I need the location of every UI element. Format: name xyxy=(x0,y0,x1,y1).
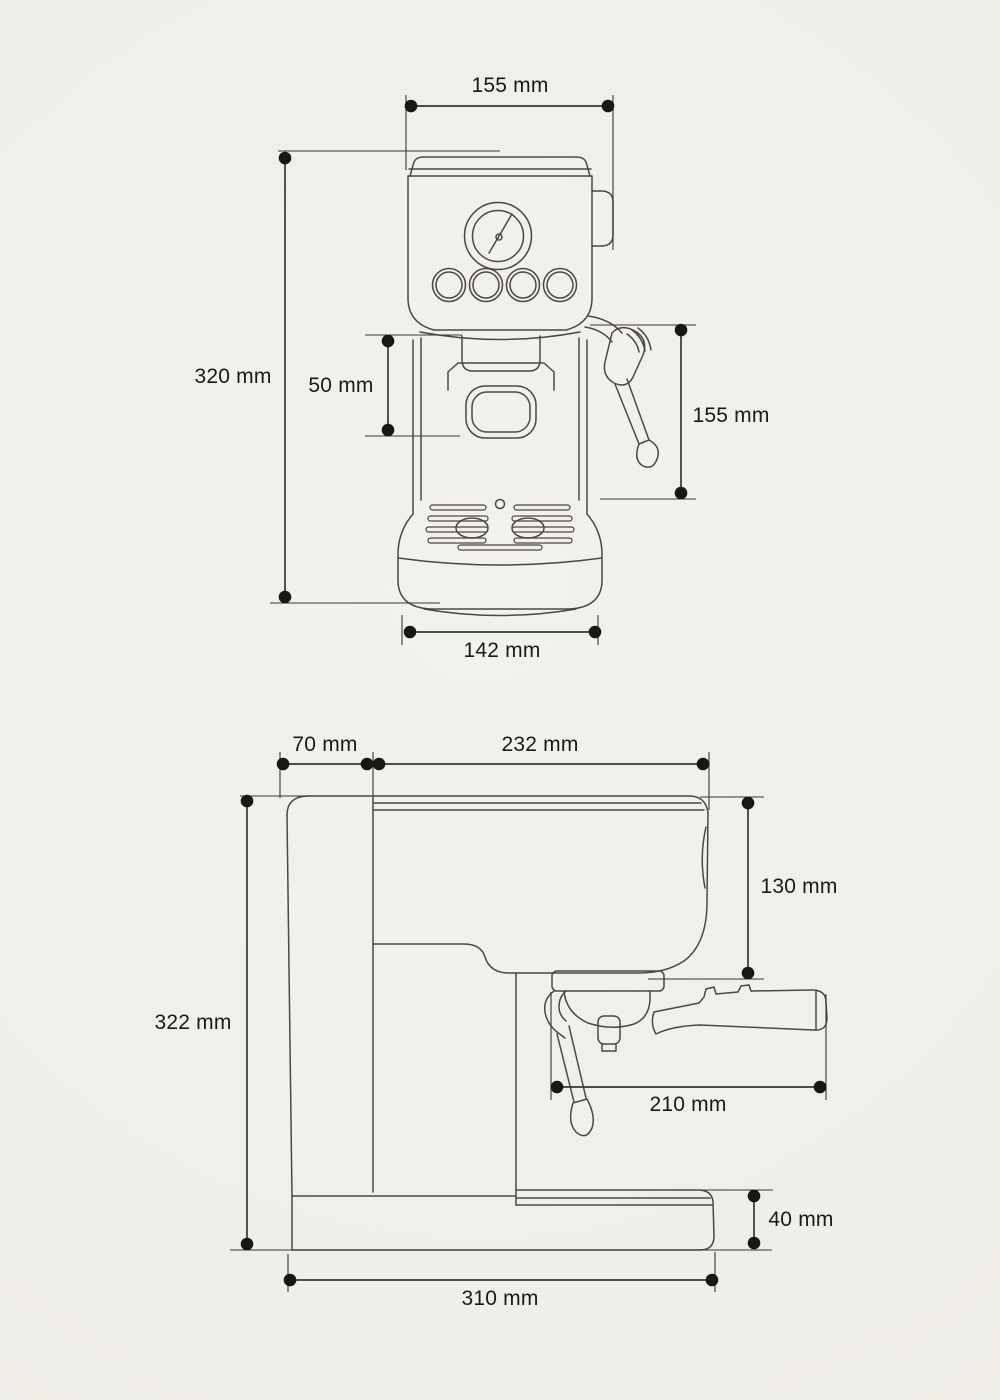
steam-wand-front xyxy=(584,315,660,468)
dim-side-head-height xyxy=(648,796,764,980)
control-buttons xyxy=(431,267,578,303)
dim-side-body-depth xyxy=(372,752,710,810)
side-top-edge xyxy=(286,795,709,816)
front-view-drawing xyxy=(397,156,660,617)
dim-label-front-height: 320 mm xyxy=(194,365,272,388)
dim-label-front-right-height: 155 mm xyxy=(692,404,770,427)
dim-label-side-portafilter-length: 210 mm xyxy=(649,1093,727,1116)
dim-side-portafilter-length xyxy=(550,992,827,1100)
front-side-tab xyxy=(591,190,614,247)
portafilter-front xyxy=(447,335,555,439)
drip-tray-front xyxy=(397,498,603,617)
side-view-drawing xyxy=(286,795,828,1251)
dim-label-front-top-width: 155 mm xyxy=(471,74,549,97)
steam-wand-side xyxy=(543,990,594,1137)
dim-label-side-height: 322 mm xyxy=(154,1011,232,1034)
dim-front-right-height xyxy=(590,323,696,500)
dim-front-height xyxy=(270,150,500,604)
dim-side-height xyxy=(230,794,772,1251)
group-head-side xyxy=(551,970,665,992)
dim-label-side-base-height: 40 mm xyxy=(768,1208,834,1231)
front-lid xyxy=(409,156,591,177)
dim-label-side-back-depth: 70 mm xyxy=(292,733,358,756)
dim-front-group-height xyxy=(365,334,462,437)
front-body xyxy=(407,175,593,331)
dim-label-side-head-height: 130 mm xyxy=(760,875,838,898)
dim-front-top-width xyxy=(404,95,615,250)
side-front-edge xyxy=(372,812,709,974)
dim-side-back-depth xyxy=(276,752,374,798)
dim-label-front-base-width: 142 mm xyxy=(463,639,541,662)
portafilter-side xyxy=(563,990,651,1052)
front-mid-tower xyxy=(412,337,588,509)
dim-label-front-group-height: 50 mm xyxy=(308,374,374,397)
dim-label-side-body-depth: 232 mm xyxy=(501,733,579,756)
side-back-edge xyxy=(286,814,293,1197)
dim-front-base-width xyxy=(401,615,602,645)
dim-side-total-depth xyxy=(283,1252,719,1292)
portafilter-handle-side xyxy=(651,984,828,1035)
pressure-gauge xyxy=(463,201,533,271)
dim-side-base-height xyxy=(700,1189,773,1250)
dim-label-side-total-depth: 310 mm xyxy=(461,1287,539,1310)
